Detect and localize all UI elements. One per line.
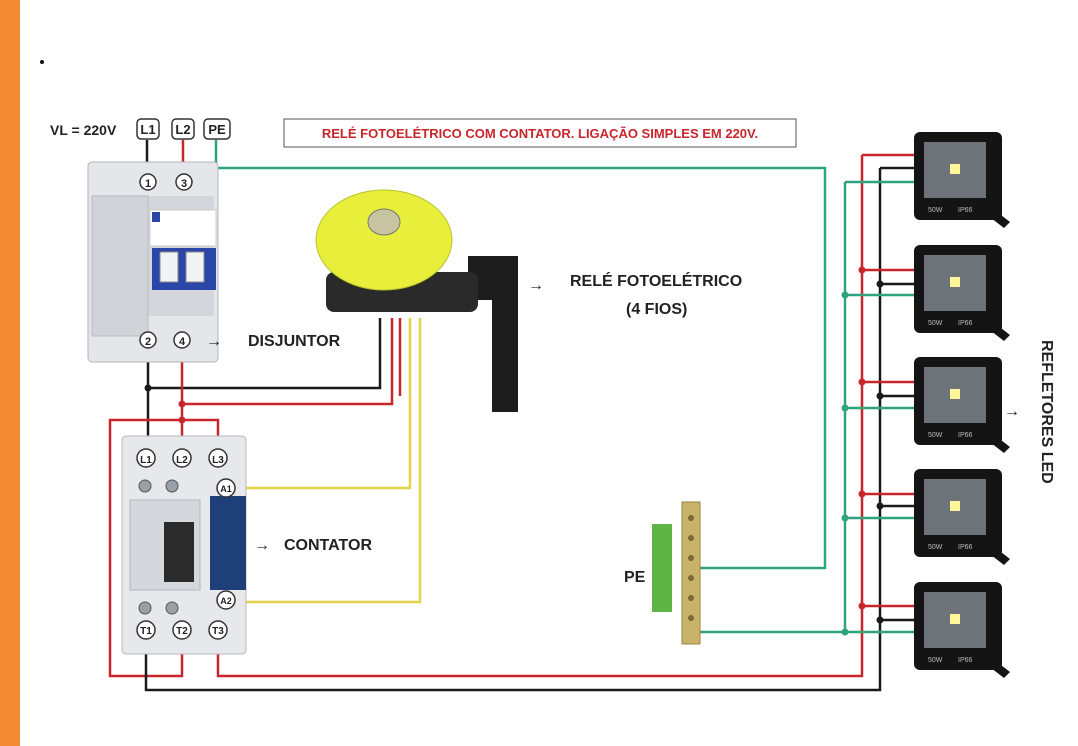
- circuit-breaker: 1 3 2 4: [87, 161, 219, 363]
- floodlight-rating: IP66: [958, 207, 973, 214]
- wire-black-t1: [144, 168, 882, 692]
- floodlights-arrow: →: [1004, 403, 1020, 420]
- dot-mark: [40, 60, 44, 64]
- floodlight-rating: IP66: [958, 320, 973, 327]
- side-stripe: [0, 0, 20, 746]
- wire-red-t3: [216, 155, 864, 678]
- contactor-screws: [138, 479, 179, 615]
- breaker-arrow: →: [206, 333, 222, 350]
- breaker-bottom-terminal-2: 2: [145, 336, 151, 348]
- photocell-dome: [315, 189, 453, 291]
- contactor-terminal-l3: L3: [212, 455, 224, 466]
- floodlight: 50W IP66: [914, 245, 1010, 341]
- supply-terminal-pe: PE: [203, 118, 231, 140]
- contactor-terminal-t1: T1: [140, 626, 152, 637]
- floodlights-label: REFLETORES LED: [1038, 340, 1055, 484]
- contactor-label: CONTATOR: [284, 537, 372, 554]
- contactor-terminal-l2: L2: [176, 455, 188, 466]
- floodlight: 50W IP66: [914, 469, 1010, 565]
- floodlight-power: 50W: [928, 207, 943, 214]
- floodlight-power: 50W: [928, 657, 943, 664]
- wire-green-bus: [700, 182, 847, 634]
- floodlight: 50W IP66: [914, 357, 1010, 453]
- breaker-top-terminal-3: 3: [181, 178, 187, 190]
- contactor-terminal-l1: L1: [140, 455, 152, 466]
- breaker-top-terminal-1: 1: [145, 178, 151, 190]
- floodlight-power: 50W: [928, 544, 943, 551]
- floodlight-group: 50W IP66 50W IP66 50W IP66 50W IP66: [914, 132, 1010, 678]
- contactor-coil-module: [210, 496, 246, 590]
- contactor-terminal-t2: T2: [176, 626, 188, 637]
- supply-terminal-label: PE: [208, 122, 226, 137]
- ground-bar: [652, 501, 701, 645]
- wire-pe-supply: [214, 140, 827, 570]
- floodlight-power: 50W: [928, 320, 943, 327]
- contactor-terminal-a2: A2: [220, 596, 232, 606]
- photocell-label-line1: RELÉ FOTOELÉTRICO: [570, 271, 742, 290]
- floodlight: 50W IP66: [914, 582, 1010, 678]
- floodlight-power: 50W: [928, 432, 943, 439]
- supply-terminal-label: L1: [140, 122, 155, 137]
- floodlight-rating: IP66: [958, 657, 973, 664]
- wire-black-photocell: [146, 318, 382, 390]
- breaker-label: DISJUNTOR: [248, 333, 341, 350]
- photocell-sensor: [367, 208, 401, 236]
- photocell-relay: [315, 189, 518, 412]
- floodlight-rating: IP66: [958, 432, 973, 439]
- wire-yellow-a1: [232, 318, 412, 490]
- photocell-label-line2: (4 FIOS): [626, 301, 687, 318]
- junction-dots: [144, 266, 884, 636]
- floodlight-rating: IP66: [958, 544, 973, 551]
- floodlight: 50W IP66: [914, 132, 1010, 228]
- supply-terminal-l1: L1: [136, 118, 160, 140]
- contactor-arrow: →: [254, 537, 270, 554]
- supply-terminal-l2: L2: [171, 118, 195, 140]
- photocell-arrow: →: [528, 277, 544, 294]
- breaker-bottom-terminal-4: 4: [179, 336, 186, 348]
- wire-red-bridge: [108, 418, 184, 678]
- photocell-bracket: [468, 256, 518, 412]
- wire-yellow-a2: [232, 318, 422, 604]
- contactor: L1 L2 L3 A1 A2 T1 T2 T3: [121, 435, 247, 655]
- title-box: RELÉ FOTOELÉTRICO COM CONTATOR. LIGAÇÃO …: [283, 118, 797, 148]
- wire-red-photocell: [180, 318, 394, 406]
- voltage-label: VL = 220V: [50, 122, 117, 138]
- contactor-terminal-t3: T3: [212, 626, 224, 637]
- diagram-title: RELÉ FOTOELÉTRICO COM CONTATOR. LIGAÇÃO …: [322, 126, 758, 141]
- ground-bar-label: PE: [624, 569, 646, 586]
- contactor-terminal-a1: A1: [220, 484, 232, 494]
- supply-terminal-label: L2: [175, 122, 190, 137]
